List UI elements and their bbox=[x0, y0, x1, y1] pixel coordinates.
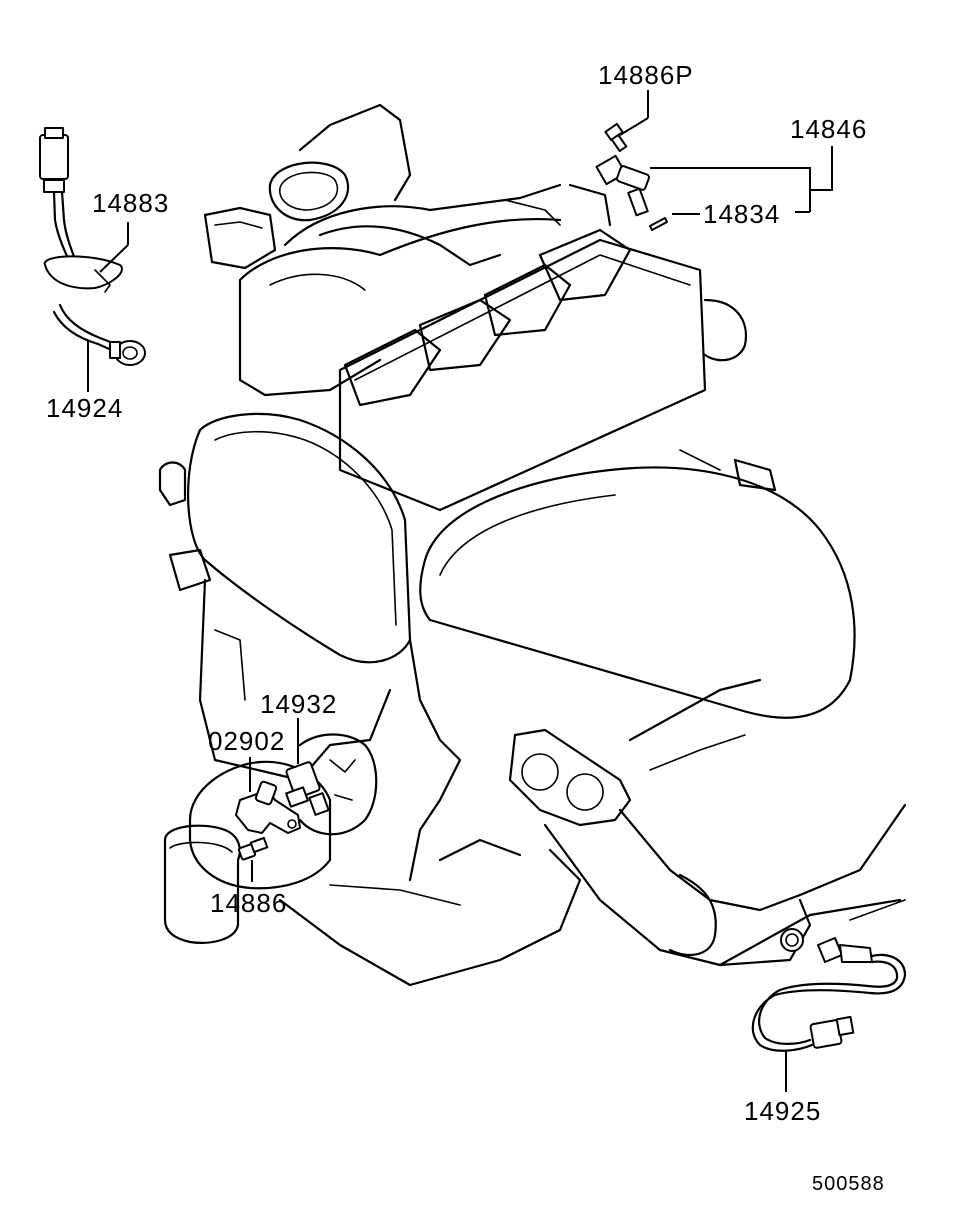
label-14886p: 14886P bbox=[598, 60, 694, 90]
label-02902: 02902 bbox=[208, 726, 285, 756]
harness-14883 bbox=[39, 127, 123, 354]
label-14924: 14924 bbox=[46, 393, 123, 423]
crankshaft-sensor-14932 bbox=[285, 761, 330, 816]
camshaft-sensor-14846 bbox=[595, 154, 650, 217]
knock-sensor-14924 bbox=[109, 340, 146, 366]
bracket-02902 bbox=[235, 780, 301, 834]
label-14846: 14846 bbox=[790, 114, 867, 144]
label-14925: 14925 bbox=[744, 1096, 821, 1126]
oxygen-sensor-14925 bbox=[751, 937, 907, 1052]
bolt-14886p bbox=[604, 122, 628, 153]
label-14834: 14834 bbox=[703, 199, 780, 229]
bolt-14886 bbox=[237, 836, 269, 861]
engine-assembly bbox=[158, 103, 907, 987]
leader-lines bbox=[87, 90, 833, 1092]
pin-14834 bbox=[649, 217, 668, 231]
reference-number: 500588 bbox=[812, 1173, 885, 1195]
label-14883: 14883 bbox=[92, 188, 169, 218]
label-14886: 14886 bbox=[210, 888, 287, 918]
label-14932: 14932 bbox=[260, 689, 337, 719]
